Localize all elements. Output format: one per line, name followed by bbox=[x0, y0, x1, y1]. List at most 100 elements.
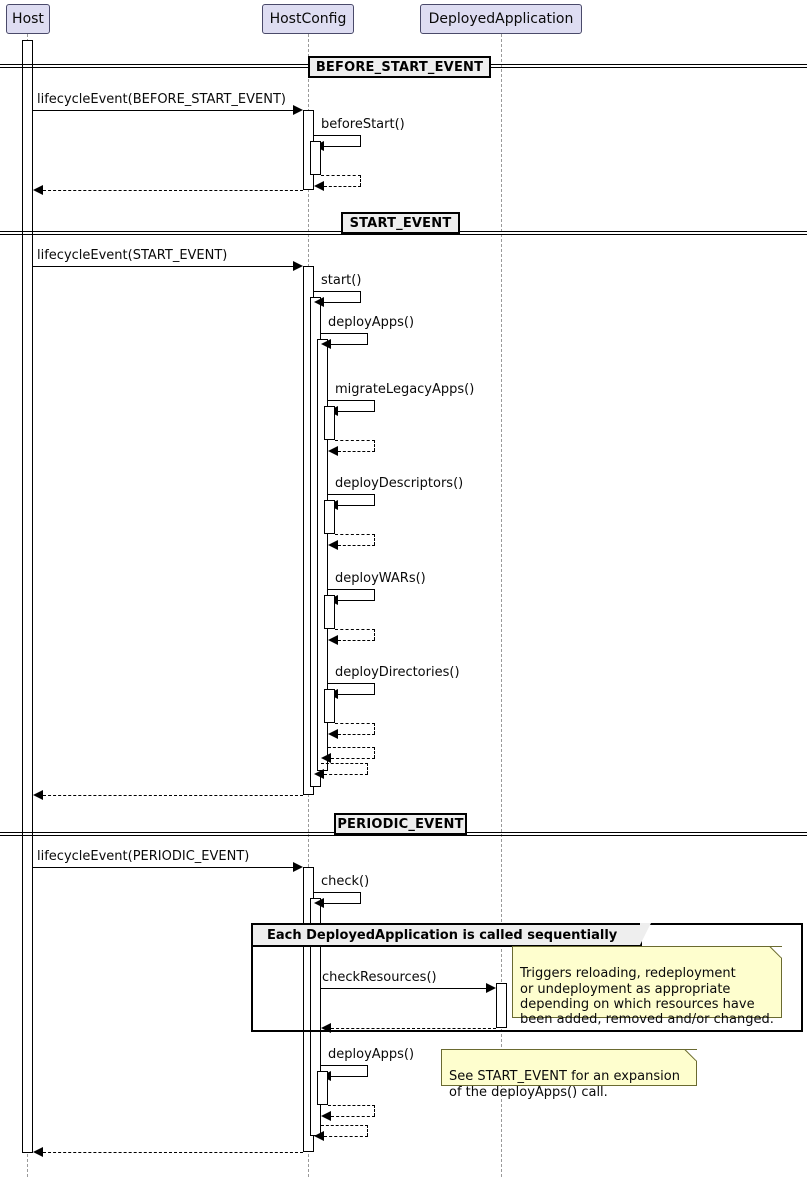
activation-host bbox=[22, 40, 33, 1153]
activation-deployedapplication bbox=[496, 983, 507, 1028]
message-label-before-start: beforeStart() bbox=[321, 117, 405, 132]
message-line-start-return-bottom bbox=[324, 774, 368, 775]
message-arrowhead-return-periodic bbox=[33, 1147, 43, 1157]
divider-periodic-label: PERIODIC_EVENT bbox=[337, 816, 464, 832]
message-arrowhead-lifecycle-start bbox=[293, 261, 303, 271]
message-vline-deployapps-periodic-return bbox=[374, 1105, 375, 1116]
participant-deployedapplication-label: DeployedApplication bbox=[428, 11, 574, 27]
message-arrowhead-lifecycle-before-start bbox=[293, 105, 303, 115]
message-line-deploywars-return-bottom bbox=[338, 640, 375, 641]
message-line-migratelegacyapps-bottom bbox=[338, 411, 375, 412]
message-vline-deployapps-periodic bbox=[367, 1065, 368, 1076]
message-arrowhead-deploydescriptors-return bbox=[328, 540, 338, 550]
message-vline-deployapps bbox=[367, 333, 368, 344]
activation-hostconfig-deploywars bbox=[324, 595, 335, 629]
message-arrowhead-migratelegacyapps-return bbox=[328, 446, 338, 456]
message-line-migratelegacyapps-top bbox=[328, 400, 375, 401]
message-vline-beforestart-return bbox=[360, 175, 361, 186]
message-arrowhead-check-return bbox=[314, 1131, 324, 1141]
message-line-return-before-start bbox=[43, 190, 303, 191]
message-vline-migratelegacyapps bbox=[374, 400, 375, 411]
message-line-deploydirectories-return-bottom bbox=[338, 734, 375, 735]
lifeline-deployedapplication bbox=[501, 34, 502, 1177]
participant-host[interactable]: Host bbox=[6, 4, 50, 34]
group-each-deployed-application-header: Each DeployedApplication is called seque… bbox=[253, 923, 651, 947]
message-label-start: start() bbox=[321, 273, 362, 288]
message-line-deploydescriptors-top bbox=[328, 494, 375, 495]
message-arrowhead-deploywars-return bbox=[328, 635, 338, 645]
message-line-deploywars-bottom bbox=[338, 600, 375, 601]
message-arrowhead-check bbox=[314, 898, 324, 908]
group-each-deployed-application bbox=[251, 923, 803, 1032]
message-label-deploydirectories: deployDirectories() bbox=[335, 665, 460, 680]
message-arrowhead-checkresources bbox=[486, 983, 496, 993]
message-line-deployapps-periodic-return-top bbox=[328, 1105, 375, 1106]
message-label-deployapps: deployApps() bbox=[328, 315, 415, 330]
message-line-deploywars-top bbox=[328, 589, 375, 590]
message-line-checkresources-return bbox=[331, 1028, 496, 1029]
message-vline-deployapps-return bbox=[374, 747, 375, 758]
note-check-resources-fold bbox=[771, 947, 782, 958]
message-line-beforestart-return-bottom bbox=[324, 186, 361, 187]
note-deploy-apps-fold bbox=[686, 1050, 697, 1061]
activation-hostconfig-beforestart-inner bbox=[310, 141, 321, 175]
message-arrowhead-return-before-start bbox=[33, 185, 43, 195]
message-line-deployapps-periodic-return-bottom bbox=[331, 1116, 375, 1117]
activation-hostconfig-migratelegacyapps bbox=[324, 406, 335, 440]
message-vline-deploydirectories bbox=[374, 683, 375, 694]
message-line-check-return-top bbox=[321, 1125, 368, 1126]
message-vline-migratelegacyapps-return bbox=[374, 440, 375, 451]
message-arrowhead-beforestart-return bbox=[314, 181, 324, 191]
message-label-lifecycle-start: lifecycleEvent(START_EVENT) bbox=[37, 248, 228, 263]
message-line-beforestart-return-top bbox=[321, 175, 361, 176]
message-line-lifecycle-before-start bbox=[33, 110, 298, 111]
message-vline-deploydirectories-return bbox=[374, 723, 375, 734]
activation-hostconfig-deployapps-periodic bbox=[317, 1071, 328, 1105]
message-vline-check-return bbox=[367, 1125, 368, 1136]
participant-deployedapplication[interactable]: DeployedApplication bbox=[420, 4, 582, 34]
message-line-deployapps-periodic-top bbox=[321, 1065, 368, 1066]
note-deploy-apps-text: See START_EVENT for an expansion of the … bbox=[449, 1069, 680, 1100]
divider-start-label: START_EVENT bbox=[349, 215, 452, 231]
message-line-before-start-top bbox=[314, 135, 361, 136]
message-vline-before-start bbox=[360, 135, 361, 146]
note-check-resources: Triggers reloading, redeployment or unde… bbox=[512, 946, 782, 1027]
note-deploy-apps: See START_EVENT for an expansion of the … bbox=[441, 1049, 697, 1100]
message-vline-deploywars-return bbox=[374, 629, 375, 640]
message-line-lifecycle-start bbox=[33, 266, 298, 267]
participant-hostconfig-label: HostConfig bbox=[269, 11, 347, 27]
message-label-check: check() bbox=[321, 874, 370, 889]
message-arrowhead-start bbox=[314, 297, 324, 307]
message-line-check-bottom bbox=[324, 903, 361, 904]
message-line-lifecycle-periodic bbox=[33, 867, 298, 868]
message-line-deployapps-top bbox=[321, 333, 368, 334]
message-arrowhead-deployapps bbox=[321, 339, 331, 349]
message-vline-check bbox=[360, 892, 361, 903]
message-vline-deploydescriptors bbox=[374, 494, 375, 505]
message-arrowhead-lifecycle-periodic bbox=[293, 862, 303, 872]
message-label-lifecycle-before-start: lifecycleEvent(BEFORE_START_EVENT) bbox=[37, 92, 286, 107]
message-line-return-start bbox=[43, 795, 303, 796]
message-line-check-return-bottom bbox=[324, 1136, 368, 1137]
message-line-migratelegacyapps-return-top bbox=[335, 440, 375, 441]
message-label-lifecycle-periodic: lifecycleEvent(PERIODIC_EVENT) bbox=[37, 849, 250, 864]
group-each-deployed-application-label: Each DeployedApplication is called seque… bbox=[267, 927, 618, 943]
message-vline-start-return bbox=[367, 763, 368, 774]
divider-before-start: BEFORE_START_EVENT bbox=[308, 56, 491, 78]
divider-before-start-label: BEFORE_START_EVENT bbox=[315, 59, 484, 75]
note-check-resources-text: Triggers reloading, redeployment or unde… bbox=[520, 966, 774, 1028]
participant-hostconfig[interactable]: HostConfig bbox=[262, 4, 354, 34]
message-label-deployapps-periodic: deployApps() bbox=[328, 1047, 415, 1062]
message-vline-deploywars bbox=[374, 589, 375, 600]
message-line-return-periodic bbox=[43, 1152, 303, 1153]
message-arrowhead-deployapps-return bbox=[321, 753, 331, 763]
message-arrowhead-deploydirectories-return bbox=[328, 729, 338, 739]
message-line-checkresources bbox=[321, 988, 487, 989]
message-line-deployapps-return-bottom bbox=[331, 758, 375, 759]
message-label-checkresources: checkResources() bbox=[322, 970, 437, 985]
divider-periodic: PERIODIC_EVENT bbox=[334, 813, 467, 835]
message-arrowhead-deployapps-periodic-return bbox=[321, 1111, 331, 1121]
message-line-deploydescriptors-bottom bbox=[338, 505, 375, 506]
message-line-before-start-bottom bbox=[324, 146, 361, 147]
